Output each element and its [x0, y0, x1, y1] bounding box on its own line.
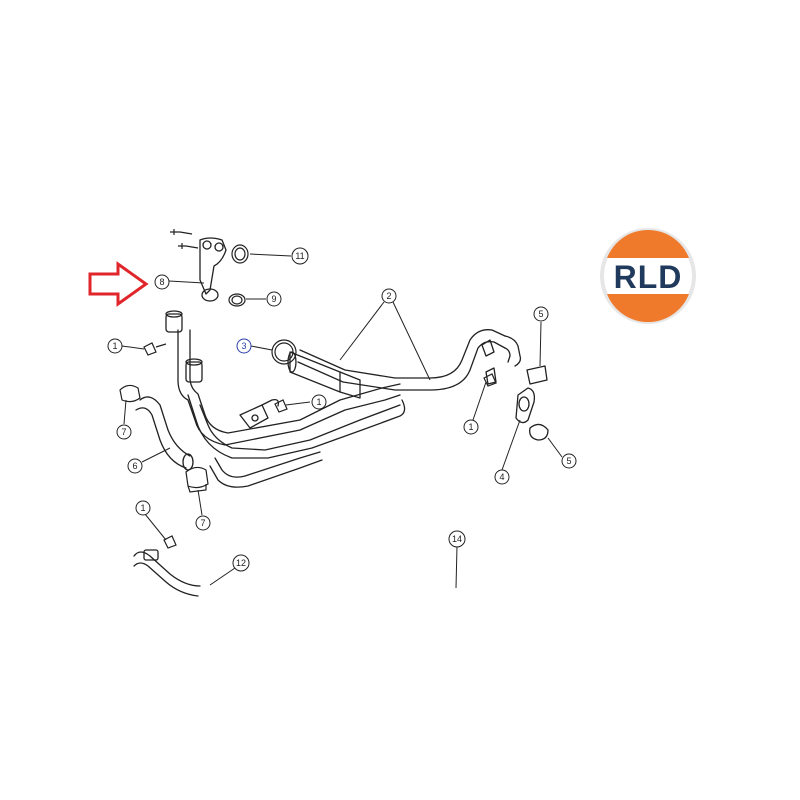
- svg-text:1: 1: [140, 503, 145, 513]
- svg-text:8: 8: [159, 277, 164, 287]
- svg-text:5: 5: [538, 309, 543, 319]
- callout-11: 11: [291, 247, 309, 265]
- hose-assembly: [133, 237, 549, 597]
- callout-3: 3: [236, 338, 252, 354]
- logo-text: RLD: [614, 259, 683, 295]
- callout-8: 8: [154, 274, 170, 290]
- svg-text:3: 3: [241, 341, 246, 351]
- callout-1: 1: [135, 500, 151, 516]
- callout-5: 5: [561, 453, 577, 469]
- callout-5: 5: [533, 306, 549, 322]
- svg-text:11: 11: [295, 251, 304, 261]
- svg-text:5: 5: [566, 456, 571, 466]
- highlight-arrow-icon: [88, 261, 149, 307]
- callout-14: 14: [448, 530, 466, 548]
- svg-text:1: 1: [316, 397, 321, 407]
- svg-text:6: 6: [132, 461, 137, 471]
- svg-text:9: 9: [271, 294, 276, 304]
- svg-text:4: 4: [499, 472, 504, 482]
- svg-text:14: 14: [452, 534, 462, 544]
- svg-text:12: 12: [236, 558, 246, 568]
- callout-7: 7: [195, 515, 211, 531]
- fasteners: [119, 229, 497, 549]
- callout-1: 1: [107, 338, 123, 354]
- svg-text:2: 2: [386, 291, 391, 301]
- leader-lines: [121, 253, 563, 589]
- rld-logo: RLD: [600, 228, 696, 324]
- svg-text:1: 1: [112, 341, 117, 351]
- callout-1: 1: [311, 394, 327, 410]
- callout-12: 12: [232, 554, 250, 572]
- callout-2: 2: [381, 288, 397, 304]
- callout-6: 6: [127, 458, 143, 474]
- callout-4: 4: [494, 469, 510, 485]
- svg-text:1: 1: [468, 422, 473, 432]
- callout-9: 9: [266, 291, 282, 307]
- callout-1: 1: [463, 419, 479, 435]
- callouts: 1 1 1 1 2 3 4 5 5 6 7 7 8 9 11 12 14: [107, 247, 577, 572]
- callout-7: 7: [116, 424, 132, 440]
- svg-text:7: 7: [121, 427, 126, 437]
- svg-text:7: 7: [200, 518, 205, 528]
